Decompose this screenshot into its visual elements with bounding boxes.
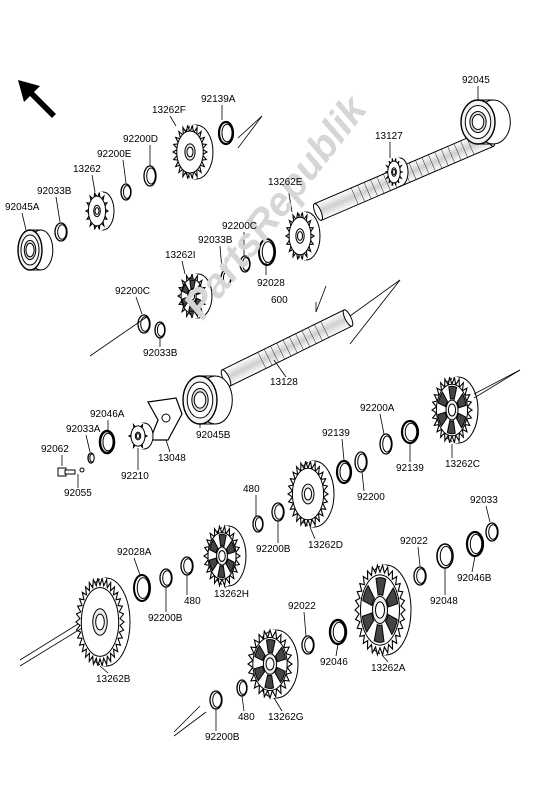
part-label-13262I[interactable]: 13262I xyxy=(165,250,196,261)
gear-13262B xyxy=(75,577,131,667)
bearing-92139A xyxy=(217,120,235,146)
part-label-92045A[interactable]: 92045A xyxy=(5,202,40,213)
part-label-92048[interactable]: 92048 xyxy=(430,596,458,607)
collar-gear-13127 xyxy=(384,157,409,187)
gear-13262C xyxy=(431,376,479,444)
part-label-92200D[interactable]: 92200D xyxy=(123,134,159,145)
washer-92200D xyxy=(143,165,157,187)
washer-92200B-c xyxy=(209,690,223,710)
circlip-480-a xyxy=(252,515,264,533)
part-label-92033A[interactable]: 92033A xyxy=(66,424,101,435)
nut-92210 xyxy=(127,422,154,450)
part-label-92139A[interactable]: 92139A xyxy=(201,94,236,105)
part-label-13262E[interactable]: 13262E xyxy=(268,177,303,188)
washer-92022-a xyxy=(413,566,427,586)
part-label-92200C-mid[interactable]: 92200C xyxy=(222,221,258,232)
bearing-92045B xyxy=(182,375,233,425)
gear-13262A xyxy=(354,563,412,657)
part-label-92033[interactable]: 92033 xyxy=(470,495,498,506)
part-label-92045B[interactable]: 92045B xyxy=(196,430,231,441)
needle-92046A xyxy=(98,429,116,455)
part-label-480-c[interactable]: 480 xyxy=(238,712,255,723)
gear-13262E xyxy=(285,211,321,261)
bearing-92045A xyxy=(17,229,54,271)
drive-shaft-13128 xyxy=(220,309,354,387)
part-label-92046B[interactable]: 92046B xyxy=(457,573,492,584)
part-label-13262A[interactable]: 13262A xyxy=(371,663,406,674)
front-direction-arrow-icon xyxy=(18,80,56,118)
washer-92200B-b xyxy=(159,568,173,588)
part-label-92033B-mid[interactable]: 92033B xyxy=(198,235,233,246)
part-label-480-a[interactable]: 480 xyxy=(243,484,260,495)
part-label-13262C[interactable]: 13262C xyxy=(445,459,481,470)
washer-92200E xyxy=(120,183,132,201)
part-label-13262B[interactable]: 13262B xyxy=(96,674,131,685)
washer-92200C-mid xyxy=(239,255,251,273)
part-label-92200A[interactable]: 92200A xyxy=(360,403,395,414)
part-label-92022-a[interactable]: 92022 xyxy=(400,536,428,547)
part-label-92210[interactable]: 92210 xyxy=(121,471,149,482)
washer-92022-b xyxy=(301,635,315,655)
part-label-92200C-left[interactable]: 92200C xyxy=(115,286,151,297)
gear-13262G xyxy=(247,628,299,700)
part-label-92200[interactable]: 92200 xyxy=(357,492,385,503)
part-label-92200B-a[interactable]: 92200B xyxy=(256,544,291,555)
part-label-92062[interactable]: 92062 xyxy=(41,444,69,455)
part-label-92033B-top[interactable]: 92033B xyxy=(37,186,72,197)
needle-92046B xyxy=(465,530,485,558)
pin-92062 xyxy=(57,467,76,477)
bushing-92048 xyxy=(436,543,454,569)
washer-92200A xyxy=(379,433,393,455)
part-label-92200B-b[interactable]: 92200B xyxy=(148,613,183,624)
circlip-92033 xyxy=(485,522,499,542)
part-label-600[interactable]: 600 xyxy=(271,295,288,306)
washer-92200B-a xyxy=(271,502,285,522)
gear-13262D xyxy=(287,460,335,528)
part-label-92028A[interactable]: 92028A xyxy=(117,547,152,558)
part-label-92046A[interactable]: 92046A xyxy=(90,409,125,420)
part-label-92028[interactable]: 92028 xyxy=(257,278,285,289)
part-label-13262D[interactable]: 13262D xyxy=(308,540,344,551)
bearing-92045 xyxy=(460,99,511,145)
part-label-92200E[interactable]: 92200E xyxy=(97,149,132,160)
gear-13262F xyxy=(171,124,214,180)
circlip-92033B-low xyxy=(154,321,166,339)
part-label-92046[interactable]: 92046 xyxy=(320,657,348,668)
gear-13262H xyxy=(203,524,247,588)
part-label-13128[interactable]: 13128 xyxy=(270,377,298,388)
washer-92200 xyxy=(354,451,368,473)
gear-13262 xyxy=(84,191,115,231)
part-label-92200B-c[interactable]: 92200B xyxy=(205,732,240,743)
bearing-92139-a xyxy=(335,459,353,485)
part-label-92139-b[interactable]: 92139 xyxy=(396,463,424,474)
washer-92200C-left xyxy=(137,314,151,334)
circlip-480-c xyxy=(236,679,248,697)
ring-92055 xyxy=(79,467,85,473)
part-label-92033B-low[interactable]: 92033B xyxy=(143,348,178,359)
bearing-92139-b xyxy=(400,419,420,445)
part-label-13262[interactable]: 13262 xyxy=(73,164,101,175)
needle-92046 xyxy=(328,618,348,646)
washer-480-b xyxy=(180,556,194,576)
circlip-92033B-mid xyxy=(220,269,232,287)
part-label-13048[interactable]: 13048 xyxy=(158,453,186,464)
sprocket-holder-13048 xyxy=(147,397,183,441)
gear-13262I xyxy=(176,273,213,319)
bushing-92028A xyxy=(133,574,151,602)
part-label-480-b[interactable]: 480 xyxy=(184,596,201,607)
part-label-13262H[interactable]: 13262H xyxy=(214,589,250,600)
circlip-92033B-top xyxy=(54,222,68,242)
part-label-92045[interactable]: 92045 xyxy=(462,75,490,86)
part-label-92139-a[interactable]: 92139 xyxy=(322,428,350,439)
bushing-92028 xyxy=(258,238,276,266)
part-label-92022-b[interactable]: 92022 xyxy=(288,601,316,612)
washer-92033A xyxy=(87,452,95,464)
part-label-13262G[interactable]: 13262G xyxy=(268,712,304,723)
part-label-92055[interactable]: 92055 xyxy=(64,488,92,499)
part-label-13127[interactable]: 13127 xyxy=(375,131,403,142)
part-label-13262F[interactable]: 13262F xyxy=(152,105,186,116)
